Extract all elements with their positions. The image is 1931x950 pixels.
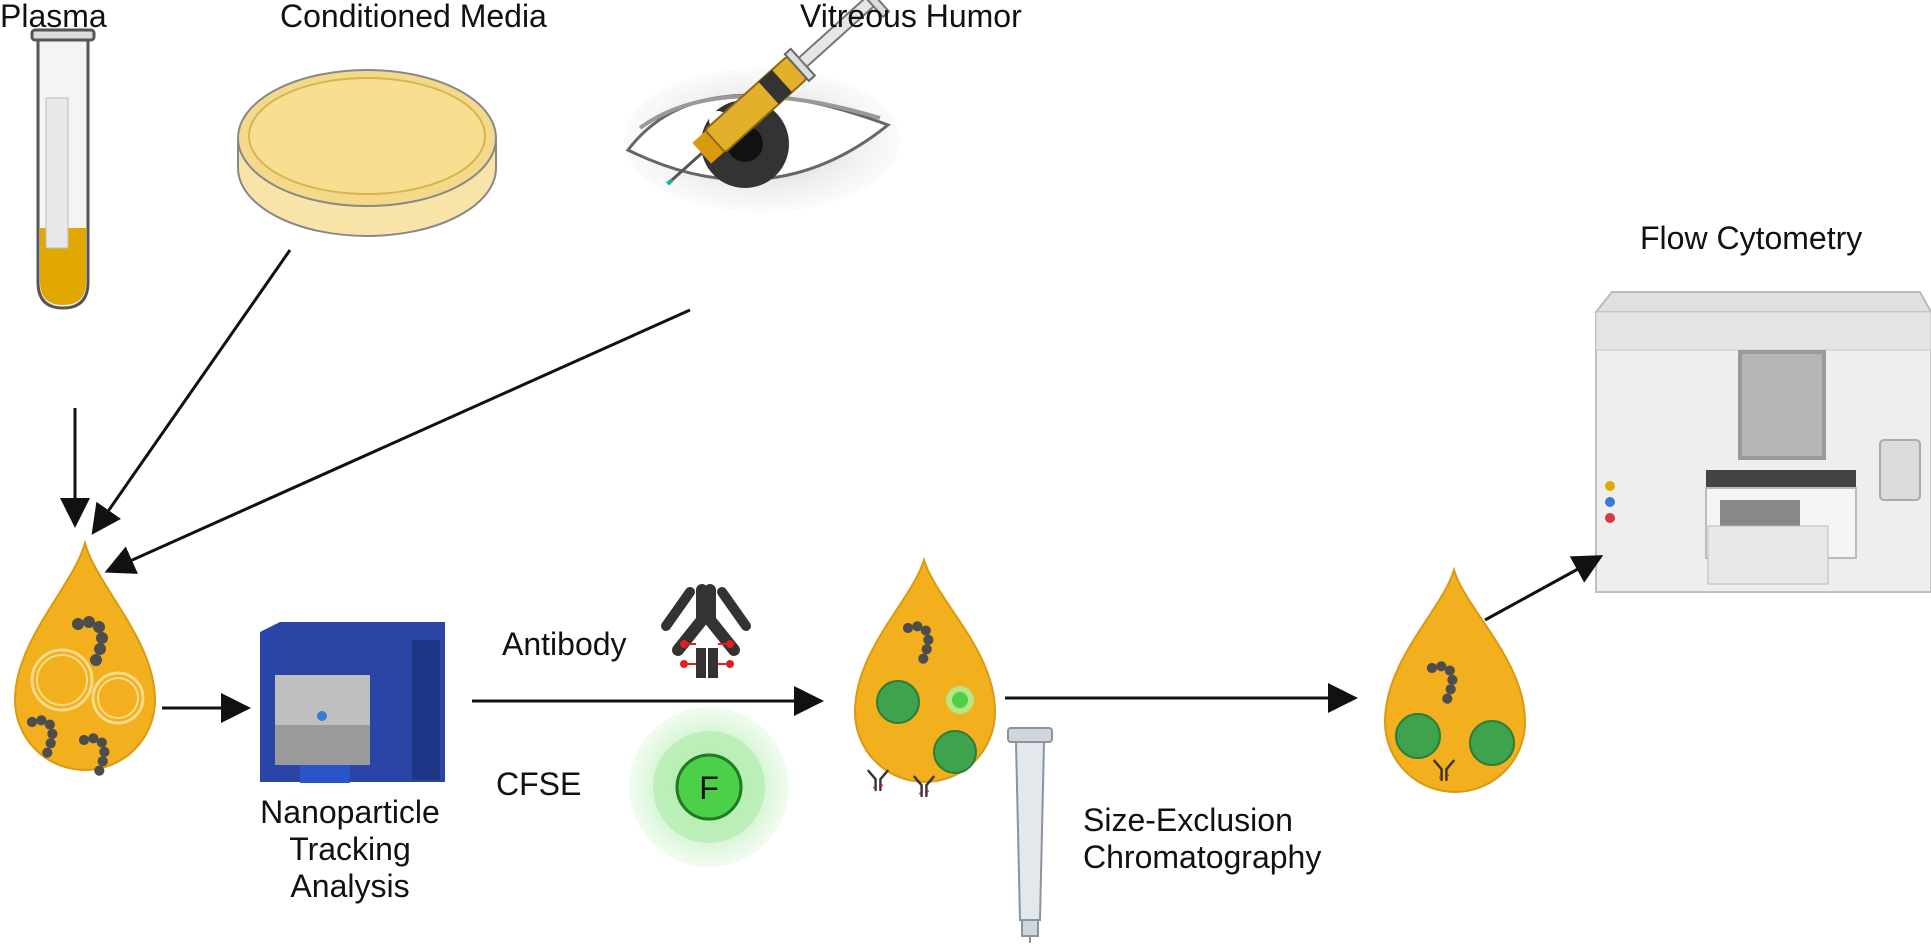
syringe-icon xyxy=(666,0,891,186)
label-plasma: Plasma xyxy=(0,0,107,34)
label-flow-cytometry: Flow Cytometry xyxy=(1640,220,1863,256)
purified-sample-drop-icon xyxy=(1383,566,1527,793)
petri-dish-icon xyxy=(237,69,497,237)
labeled-sample-drop-icon xyxy=(853,556,997,798)
label-cfse: CFSE xyxy=(496,766,582,802)
nta-line-3: Analysis xyxy=(290,867,410,904)
cfse-dye-icon: F xyxy=(629,707,789,867)
label-nanoparticle-tracking-analysis: Nanoparticle Tracking Analysis xyxy=(222,794,478,904)
raw-sample-drop-icon xyxy=(13,539,157,776)
label-antibody: Antibody xyxy=(502,626,627,662)
arrow-media-to-sample xyxy=(91,249,292,535)
arrows xyxy=(60,249,1604,723)
antibody-icon xyxy=(661,584,751,678)
sec-line-1: Size-Exclusion xyxy=(1083,802,1293,838)
nta-line-2: Tracking xyxy=(289,830,411,867)
arrow-vitreous-to-sample xyxy=(104,308,691,574)
arrow-purified-to-flow xyxy=(1484,555,1604,622)
nta-instrument-icon xyxy=(260,622,445,783)
label-size-exclusion-chromatography: Size-Exclusion Chromatography xyxy=(1083,802,1321,876)
sec-line-2: Chromatography xyxy=(1083,838,1322,875)
sec-column-icon xyxy=(1007,727,1053,943)
cfse-letter: F xyxy=(699,770,719,806)
label-vitreous-humor: Vitreous Humor xyxy=(800,0,1022,34)
plasma-tube-icon xyxy=(30,28,96,310)
flow-cytometer-icon xyxy=(1593,291,1931,593)
nta-line-1: Nanoparticle xyxy=(260,794,440,830)
label-conditioned-media: Conditioned Media xyxy=(280,0,547,34)
